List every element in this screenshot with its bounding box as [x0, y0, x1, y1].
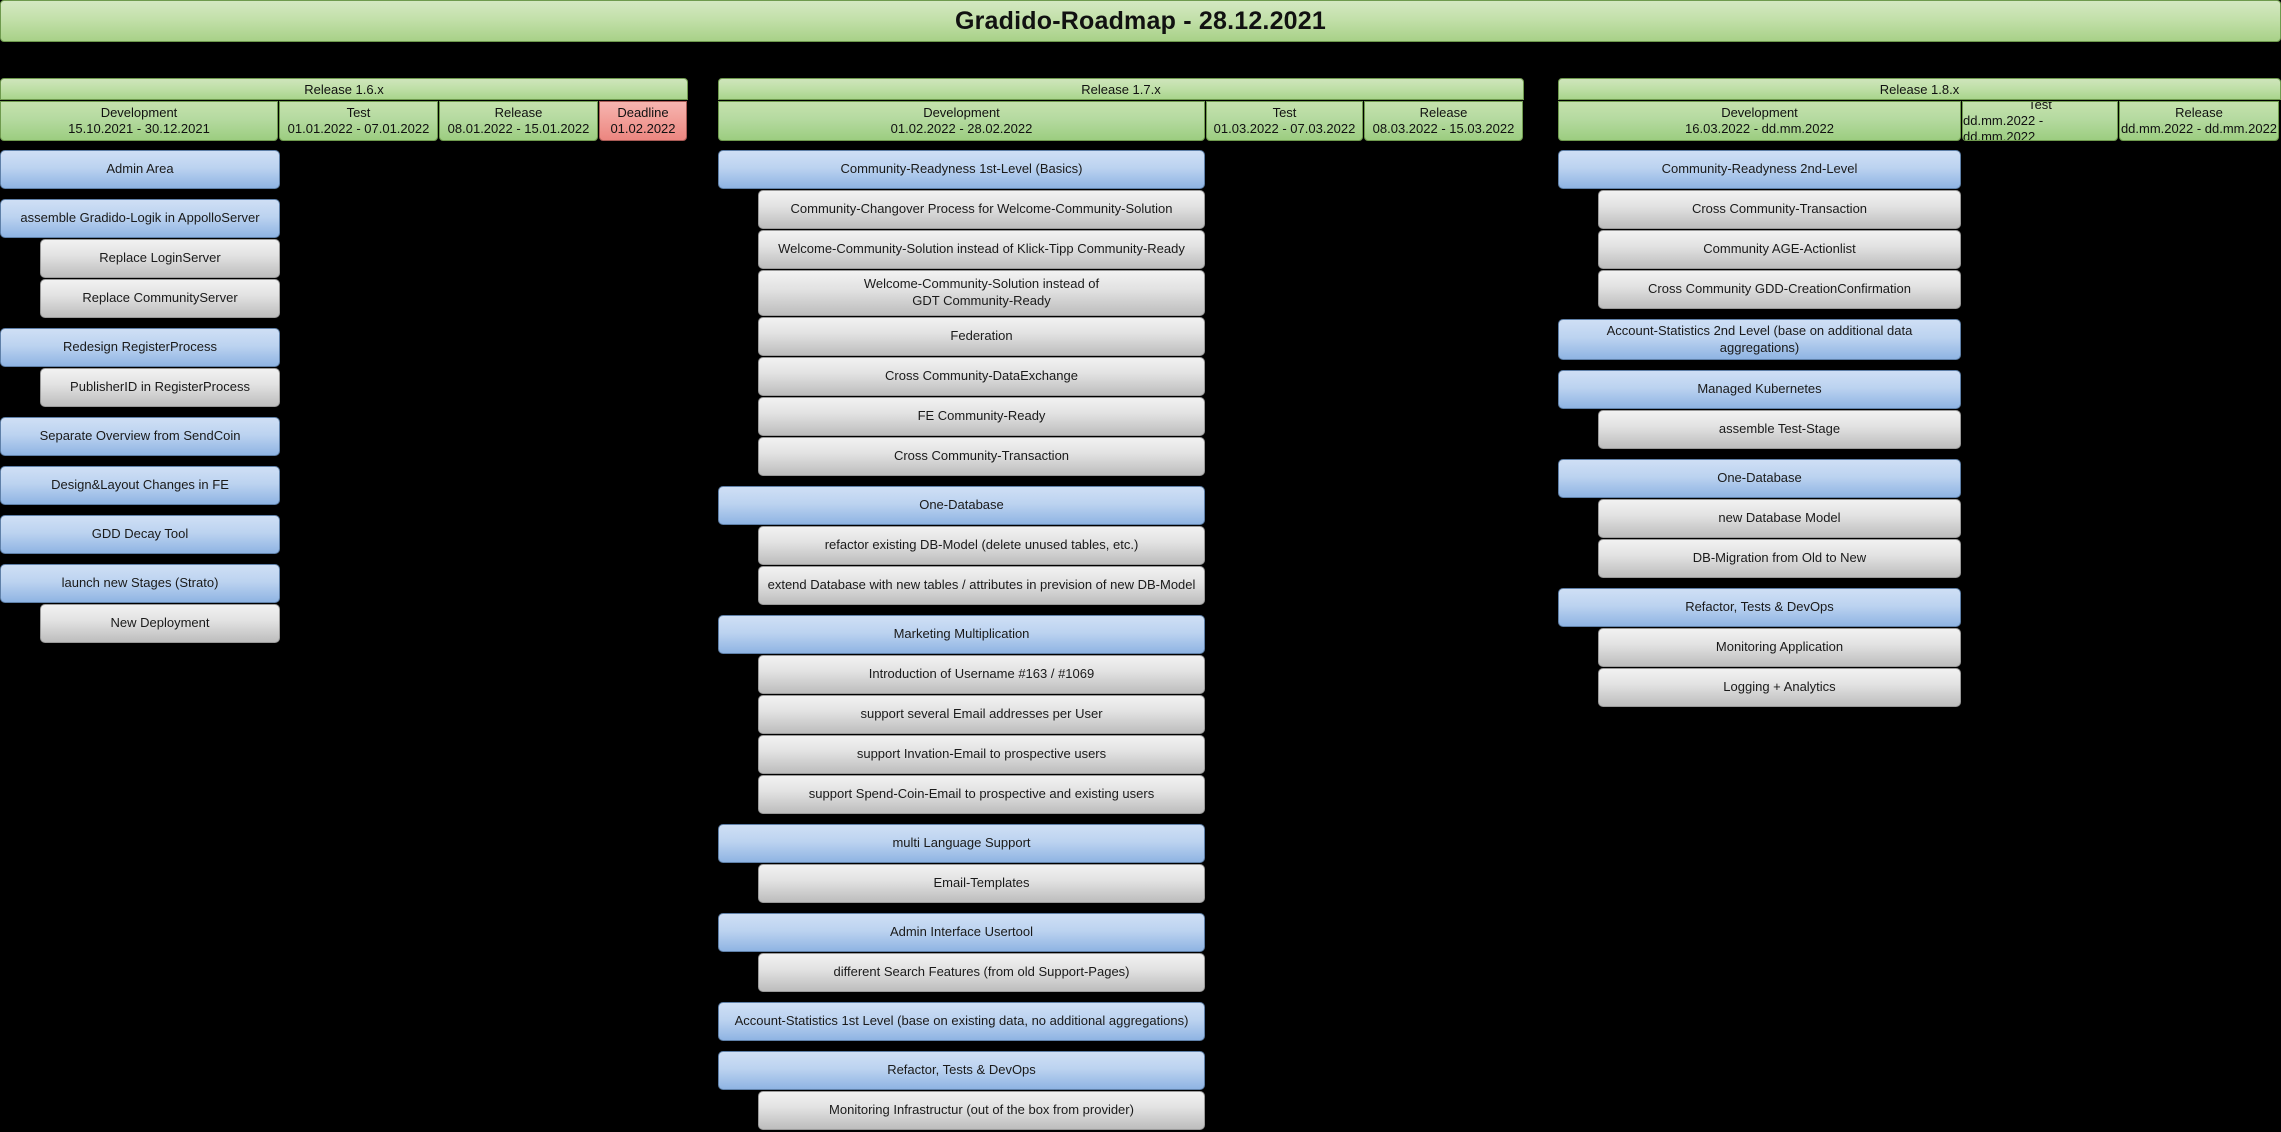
release-header: Release 1.7.x	[718, 78, 1524, 100]
task-list: Admin Area assemble Gradido-Logik in Appo…	[0, 150, 280, 643]
subtask-item[interactable]: assemble Test-Stage	[1598, 410, 1961, 450]
subtask-item[interactable]: FE Community-Ready	[758, 397, 1205, 436]
subtask-item[interactable]: Cross Community-Transaction	[758, 437, 1205, 476]
subtask-item[interactable]: refactor existing DB-Model (delete unuse…	[758, 526, 1205, 565]
subtask-item[interactable]: Welcome-Community-Solution instead of Kl…	[758, 230, 1205, 269]
phase-name: Test	[346, 104, 371, 120]
subtask-item[interactable]: different Search Features (from old Supp…	[758, 953, 1205, 992]
task-item[interactable]: Account-Statistics 1st Level (base on ex…	[718, 1002, 1205, 1041]
subtask-item[interactable]: new Database Model	[1598, 499, 1961, 539]
task-item[interactable]: Marketing Multiplication	[718, 615, 1205, 654]
phase-dates: 01.01.2022 - 07.01.2022	[287, 121, 430, 136]
subtask-item[interactable]: support several Email addresses per User	[758, 695, 1205, 734]
task-item[interactable]: Account-Statistics 2nd Level (base on ad…	[1558, 319, 1961, 361]
subtask-item[interactable]: Email-Templates	[758, 864, 1205, 903]
subtask-item[interactable]: Cross Community GDD-CreationConfirmation	[1598, 270, 1961, 309]
task-item[interactable]: launch new Stages (Strato)	[0, 564, 280, 603]
subtask-item[interactable]: extend Database with new tables / attrib…	[758, 566, 1205, 605]
phase-name: Development	[1721, 104, 1798, 120]
task-item[interactable]: Managed Kubernetes	[1558, 370, 1961, 410]
task-item[interactable]: Redesign RegisterProcess	[0, 328, 280, 367]
subtask-item[interactable]: PublisherID in RegisterProcess	[40, 368, 280, 407]
subtask-item[interactable]: Community-Changover Process for Welcome-…	[758, 190, 1205, 229]
release-header: Release 1.8.x	[1558, 78, 2281, 100]
task-list: Community-Readyness 1st-Level (Basics)Co…	[718, 150, 1205, 1130]
task-item[interactable]: Design&Layout Changes in FE	[0, 466, 280, 505]
subtask-item[interactable]: Federation	[758, 317, 1205, 356]
phase-dates: 08.03.2022 - 15.03.2022	[1372, 121, 1515, 136]
phase-dates: 01.02.2022	[610, 121, 676, 136]
task-item[interactable]: Refactor, Tests & DevOps	[1558, 588, 1961, 628]
phase-name: Release	[2175, 104, 2223, 120]
phase-dates: 01.02.2022 - 28.02.2022	[890, 121, 1033, 136]
task-item[interactable]: Refactor, Tests & DevOps	[718, 1051, 1205, 1090]
subtask-item[interactable]: DB-Migration from Old to New	[1598, 539, 1961, 579]
phase-dates: 08.01.2022 - 15.01.2022	[447, 121, 590, 136]
task-item[interactable]: Community-Readyness 2nd-Level	[1558, 150, 1961, 189]
subtask-item[interactable]: support Invation-Email to prospective us…	[758, 735, 1205, 774]
task-item[interactable]: assemble Gradido-Logik in AppolloServer	[0, 199, 280, 238]
phase-name: Deadline	[617, 104, 669, 120]
subtask-item[interactable]: New Deployment	[40, 604, 280, 643]
phase-dates: 16.03.2022 - dd.mm.2022	[1685, 121, 1834, 136]
task-item[interactable]: Separate Overview from SendCoin	[0, 417, 280, 456]
subtask-item[interactable]: Monitoring Application	[1598, 628, 1961, 668]
task-item[interactable]: One-Database	[1558, 459, 1961, 499]
page-title: Gradido-Roadmap - 28.12.2021	[954, 6, 1326, 35]
task-item[interactable]: Admin Interface Usertool	[718, 913, 1205, 952]
subtask-item[interactable]: Replace LoginServer	[40, 239, 280, 278]
phase-name: Release	[494, 104, 543, 120]
roadmap-title-bar: Gradido-Roadmap - 28.12.2021	[0, 0, 2281, 42]
phase-dates: 15.10.2021 - 30.12.2021	[68, 121, 210, 136]
phase-name: Release	[1419, 104, 1468, 120]
subtask-item[interactable]: Cross Community-DataExchange	[758, 357, 1205, 396]
subtask-item[interactable]: Welcome-Community-Solution instead of GD…	[758, 270, 1205, 316]
subtask-item[interactable]: Logging + Analytics	[1598, 668, 1961, 708]
subtask-item[interactable]: support Spend-Coin-Email to prospective …	[758, 775, 1205, 814]
phase-dates: 01.03.2022 - 07.03.2022	[1213, 121, 1356, 136]
task-item[interactable]: multi Language Support	[718, 824, 1205, 863]
subtask-item[interactable]: Monitoring Infrastructur (out of the box…	[758, 1091, 1205, 1130]
phase-name: Test	[1272, 104, 1297, 120]
subtask-item[interactable]: Community AGE-Actionlist	[1598, 230, 1961, 269]
task-item[interactable]: Community-Readyness 1st-Level (Basics)	[718, 150, 1205, 189]
phase-dates: dd.mm.2022 - dd.mm.2022	[1963, 112, 2044, 141]
phase-name: Test	[2028, 101, 2052, 112]
release-header: Release 1.6.x	[0, 78, 688, 100]
subtask-item[interactable]: Introduction of Username #163 / #1069	[758, 655, 1205, 694]
phase-name: Development	[100, 104, 178, 120]
subtask-item[interactable]: Cross Community-Transaction	[1598, 190, 1961, 229]
phase-name: Development	[923, 104, 1000, 120]
task-item[interactable]: Admin Area	[0, 150, 280, 189]
phase-dates: dd.mm.2022 - dd.mm.2022	[2120, 121, 2278, 136]
subtask-item[interactable]: Replace CommunityServer	[40, 279, 280, 318]
task-item[interactable]: GDD Decay Tool	[0, 515, 280, 554]
task-item[interactable]: One-Database	[718, 486, 1205, 525]
